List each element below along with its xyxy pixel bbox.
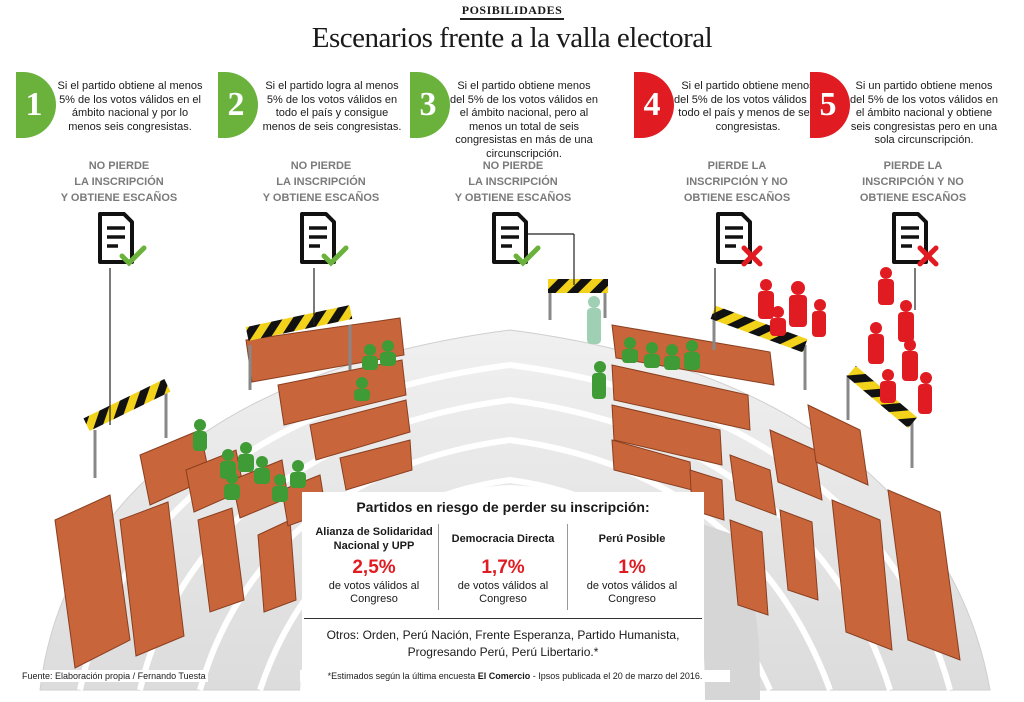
- footnote: *Estimados según la última encuesta El C…: [300, 670, 730, 682]
- document-check-icon: [94, 210, 148, 270]
- outcome-line: OBTIENE ESCAÑOS: [683, 192, 791, 204]
- page-title: Escenarios frente a la valla electoral: [311, 22, 713, 54]
- scenario-description: Si un partido obtiene menos del 5% de lo…: [850, 80, 998, 146]
- outcome-line: LA INSCRIPCIÓN: [276, 176, 366, 188]
- scenario-outcome: PIERDE LA INSCRIPCIÓN Y NO OBTIENE ESCAÑOS: [662, 158, 812, 206]
- other-parties: Otros: Orden, Perú Nación, Frente Espera…: [304, 618, 702, 661]
- outcome-line: Y OBTIENE ESCAÑOS: [60, 192, 178, 204]
- kicker: POSIBILIDADES: [0, 3, 1024, 20]
- scenario-outcome: NO PIERDE LA INSCRIPCIÓN Y OBTIENE ESCAÑOS: [246, 158, 396, 206]
- source-note: Fuente: Elaboración propia / Fernando Tu…: [20, 670, 208, 682]
- party-vote-note: de votos válidos al Congreso: [328, 580, 420, 605]
- outcome-line: OBTIENE ESCAÑOS: [859, 192, 967, 204]
- document-cross-icon: [888, 210, 942, 270]
- party-vote-share: 1,7%: [481, 557, 525, 578]
- party-name: Alianza de Solidaridad Nacional y UPP: [315, 526, 433, 552]
- outcome-line: LA INSCRIPCIÓN: [74, 176, 164, 188]
- outcome-line: PIERDE LA: [707, 160, 767, 172]
- party-name: Perú Posible: [598, 533, 666, 545]
- party-item: Democracia Directa 1,7% de votos válidos…: [439, 524, 568, 610]
- outcome-line: LA INSCRIPCIÓN: [468, 176, 558, 188]
- outcome-line: Y OBTIENE ESCAÑOS: [262, 192, 380, 204]
- outcome-line: NO PIERDE: [88, 160, 150, 172]
- party-vote-note: de votos válidos al Congreso: [457, 580, 549, 605]
- document-cross-icon: [712, 210, 766, 270]
- party-list: Alianza de Solidaridad Nacional y UPP 2,…: [310, 524, 696, 610]
- scenario-description: Si el partido obtiene menos del 5% de lo…: [674, 80, 822, 133]
- scenario-outcome: NO PIERDE LA INSCRIPCIÓN Y OBTIENE ESCAÑOS: [44, 158, 194, 206]
- scenario-description: Si el partido logra al menos 5% de los v…: [262, 80, 402, 133]
- document-check-icon: [488, 210, 542, 270]
- risk-panel-title: Partidos en riesgo de perder su inscripc…: [356, 499, 650, 515]
- scenario-description: Si el partido obtiene menos del 5% de lo…: [450, 80, 598, 160]
- risk-panel: Partidos en riesgo de perder su inscripc…: [302, 492, 704, 668]
- party-vote-share: 1%: [618, 557, 646, 578]
- party-vote-share: 2,5%: [352, 557, 396, 578]
- outcome-line: PIERDE LA: [883, 160, 943, 172]
- document-check-icon: [296, 210, 350, 270]
- outcome-line: Y OBTIENE ESCAÑOS: [454, 192, 572, 204]
- scenario-outcome: NO PIERDE LA INSCRIPCIÓN Y OBTIENE ESCAÑOS: [438, 158, 588, 206]
- outcome-line: NO PIERDE: [482, 160, 544, 172]
- party-item: Alianza de Solidaridad Nacional y UPP 2,…: [310, 524, 439, 610]
- scenario-description: Si el partido obtiene al menos 5% de los…: [57, 80, 203, 133]
- party-item: Perú Posible 1% de votos válidos al Cong…: [568, 524, 696, 610]
- outcome-line: INSCRIPCIÓN Y NO: [862, 176, 964, 188]
- party-vote-note: de votos válidos al Congreso: [586, 580, 678, 605]
- party-name: Democracia Directa: [451, 533, 555, 545]
- scenario-outcome: PIERDE LA INSCRIPCIÓN Y NO OBTIENE ESCAÑOS: [838, 158, 988, 206]
- outcome-line: INSCRIPCIÓN Y NO: [686, 176, 788, 188]
- outcome-line: NO PIERDE: [290, 160, 352, 172]
